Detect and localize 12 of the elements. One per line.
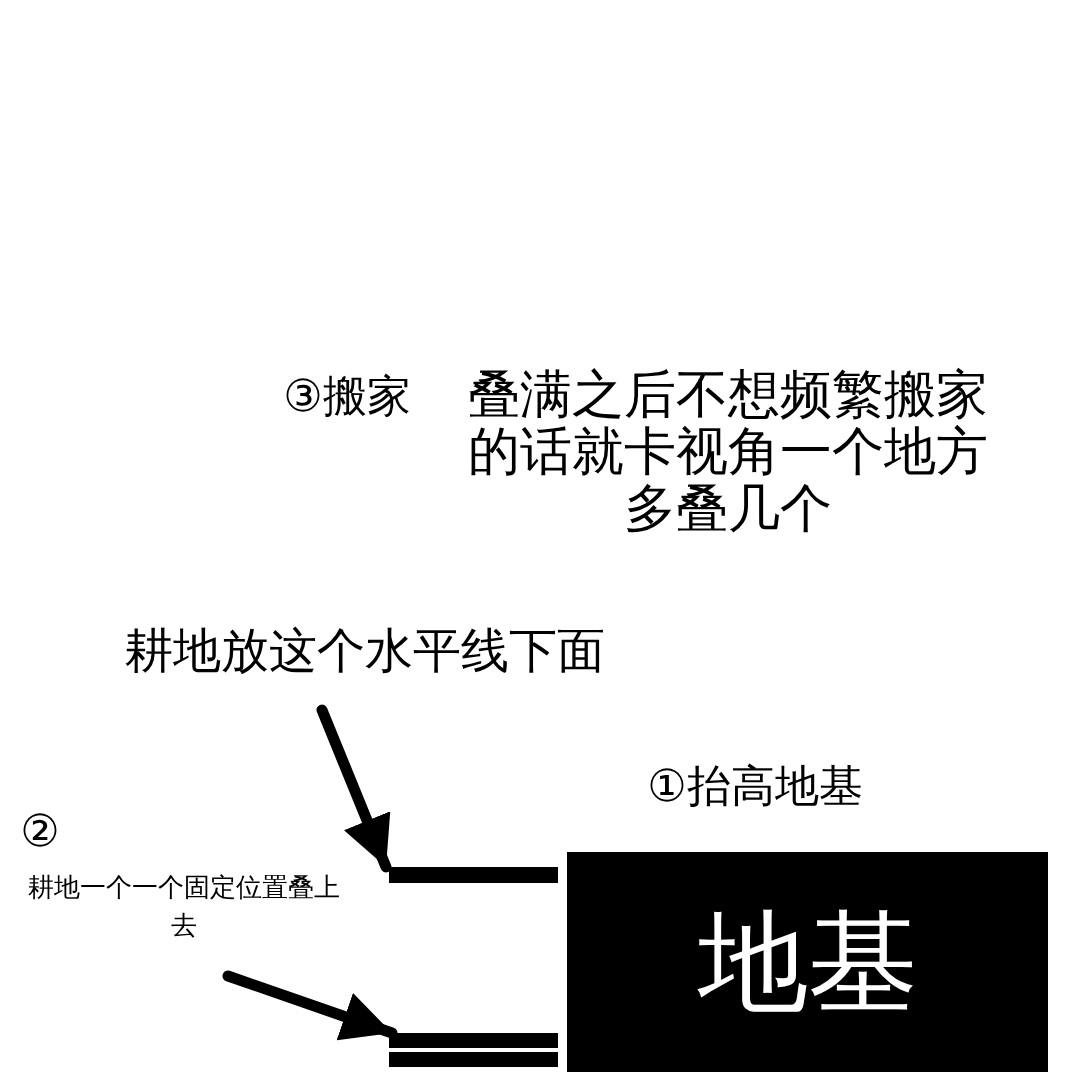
step-number: ② [19, 806, 61, 856]
instruction-text: 耕地放这个水平线下面 [90, 618, 640, 710]
step-label: ③搬家 [282, 369, 412, 423]
bar [389, 1052, 558, 1067]
step-label: ①抬高地基 [646, 759, 864, 813]
note-text: 叠满之后不想频繁搬家的话就卡视角一个地方多叠几个 [466, 366, 989, 537]
bar [389, 1033, 558, 1048]
arrow [316, 704, 392, 873]
bar [389, 867, 558, 883]
arrow [222, 970, 398, 1041]
instruction-text: 耕地一个一个固定位置叠上去 [24, 868, 344, 976]
foundation-box: 地基 [567, 852, 1048, 1072]
